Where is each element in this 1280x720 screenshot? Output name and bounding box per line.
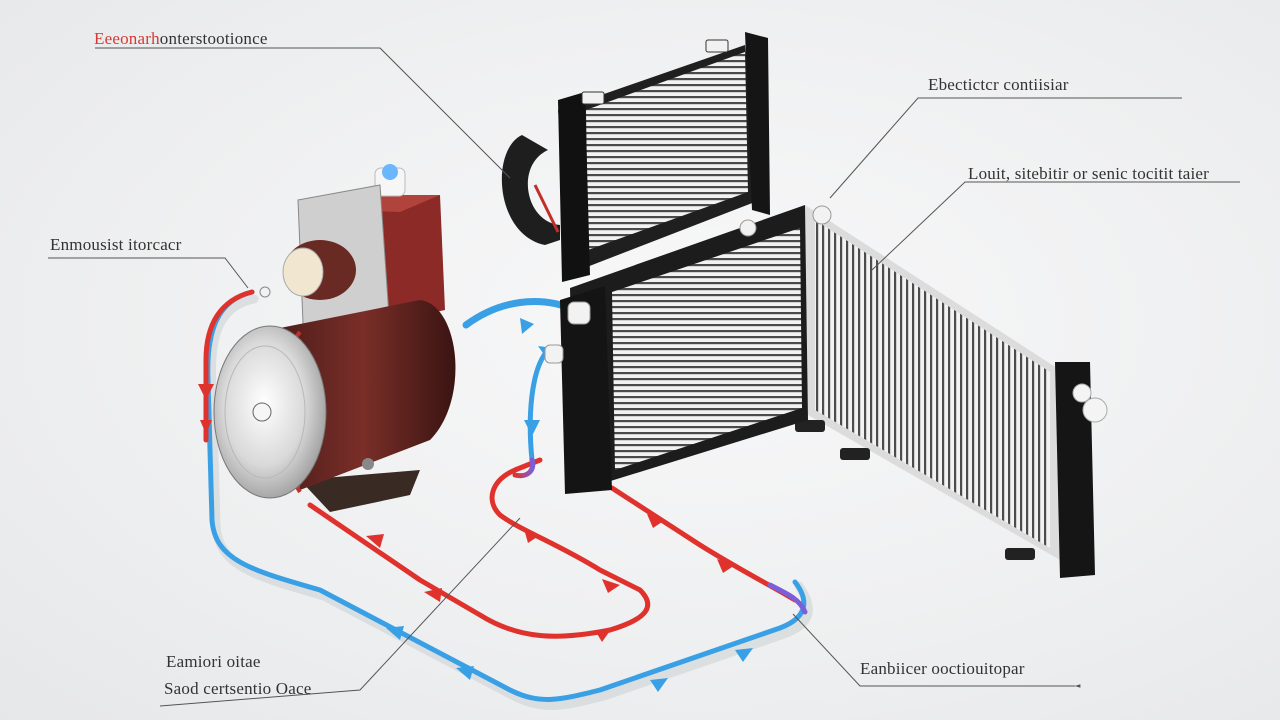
hot-flow-radiator bbox=[609, 485, 798, 603]
label-top-left-accent: Eeeonarh bbox=[94, 29, 160, 48]
cold-return-line bbox=[205, 289, 807, 702]
label-bottom-right: Eanbiicer ooctiouitopar bbox=[860, 659, 1025, 678]
radiator-large-icon bbox=[544, 205, 1108, 578]
hot-supply-line bbox=[203, 289, 255, 443]
hot-flow-loop bbox=[307, 457, 651, 639]
label-top-left-rest: onterstootionce bbox=[159, 29, 268, 48]
label-bottom-left-1: Eamiori oitae bbox=[166, 652, 261, 671]
flow-arrows bbox=[198, 318, 753, 692]
label-top-right: Ebectictcr contiisiar bbox=[928, 75, 1069, 94]
label-leader-lines bbox=[48, 47, 1240, 707]
label-bottom-left-2: Saod certsentio Oace bbox=[164, 679, 312, 698]
label-right-mid: Louit, sitebitir or senic tocitit taier bbox=[968, 164, 1210, 183]
radiator-small-icon bbox=[501, 32, 770, 282]
coolant-flow-lines bbox=[198, 289, 813, 710]
electric-pump-motor-icon bbox=[213, 164, 456, 512]
label-top-left: Eeeonarhonterstootionce bbox=[94, 29, 268, 49]
label-left-mid: Enmousist itorcacr bbox=[50, 235, 182, 254]
